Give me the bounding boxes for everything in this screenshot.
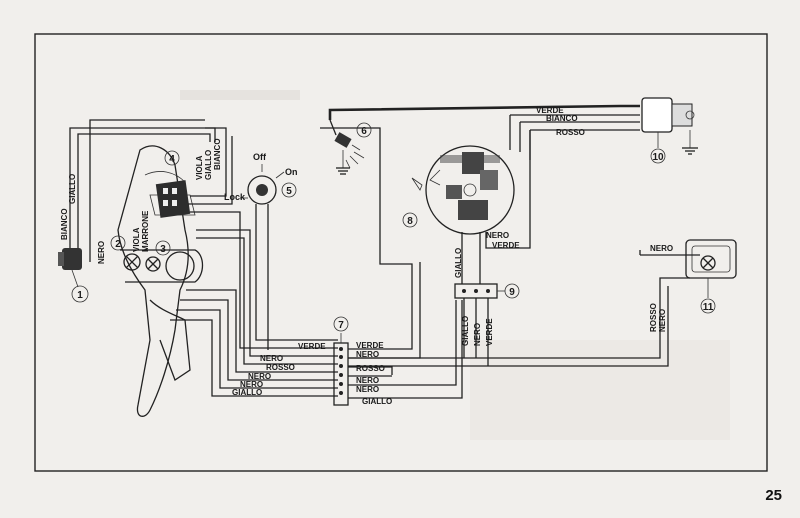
- component-3-lamp: [145, 240, 171, 272]
- label-bianco-top: BIANCO: [546, 114, 578, 123]
- switch-off-label: Off: [253, 152, 267, 162]
- component-4-number: 4: [169, 154, 175, 165]
- label-giallo-left: GIALLO: [68, 174, 77, 204]
- label-verde-j9: VERDE: [485, 318, 494, 346]
- component-11-lamp: [685, 239, 737, 314]
- t7-label-5: GIALLO: [362, 397, 392, 406]
- t7-label-2: ROSSO: [356, 364, 385, 373]
- component-2-lamp: [110, 235, 141, 271]
- label-nero-right: NERO: [658, 309, 667, 332]
- component-10-number: 10: [652, 152, 664, 163]
- component-7-terminal: [333, 316, 349, 406]
- component-8-stator: [402, 145, 515, 235]
- label-rosso-right: ROSSO: [649, 303, 658, 332]
- bleed-through-text: [180, 90, 730, 440]
- switch-lock-label: Lock: [224, 192, 246, 202]
- component-4-switch: [155, 150, 191, 218]
- component-7-number: 7: [338, 320, 344, 331]
- component-5-ignition: [240, 164, 297, 205]
- label-nero-horn: NERO: [97, 241, 106, 264]
- label-giallo-stator: GIALLO: [454, 248, 463, 278]
- component-3-number: 3: [160, 244, 166, 255]
- label-nero-lamp11: NERO: [650, 244, 673, 253]
- page-number: 25: [765, 487, 782, 504]
- t7-label-3: NERO: [356, 376, 379, 385]
- handlebar-control: [117, 145, 204, 417]
- label-nero-j9: NERO: [473, 323, 482, 346]
- component-11-number: 11: [703, 302, 714, 313]
- label-bianco-left: BIANCO: [60, 208, 69, 240]
- label-verde-left: VERDE: [298, 342, 326, 351]
- label-giallo-left-3: GIALLO: [232, 388, 262, 397]
- switch-on-label: On: [285, 167, 298, 177]
- label-verde-top: VERDE: [536, 106, 564, 115]
- horn-component: [58, 248, 89, 303]
- component-8-number: 8: [407, 216, 413, 227]
- component-9-number: 9: [509, 287, 515, 298]
- label-giallo-2: GIALLO: [204, 150, 213, 180]
- label-nero-left-2: NERO: [248, 372, 271, 381]
- component-6-number: 6: [361, 126, 367, 137]
- diagram-frame: [34, 33, 768, 472]
- label-bianco-2: BIANCO: [213, 138, 222, 170]
- label-rosso-top: ROSSO: [556, 128, 585, 137]
- component-5-number: 5: [286, 186, 292, 197]
- t7-label-1: NERO: [356, 350, 379, 359]
- component-6-sparkplug: [328, 104, 640, 175]
- label-giallo-j9: GIALLO: [461, 316, 470, 346]
- label-viola-1: VIOLA: [132, 227, 141, 252]
- component-10-coil: [641, 97, 698, 164]
- component-1-number: 1: [77, 290, 83, 301]
- label-viola-2: VIOLA: [195, 155, 204, 180]
- label-verde-stator: VERDE: [492, 241, 520, 250]
- label-marrone: MARRONE: [141, 210, 150, 252]
- t7-label-4: NERO: [356, 385, 379, 394]
- label-rosso-left: ROSSO: [266, 363, 295, 372]
- t7-label-0: VERDE: [356, 341, 384, 350]
- label-nero-left-1: NERO: [260, 354, 283, 363]
- label-nero-stator: NERO: [486, 231, 509, 240]
- label-nero-left-3: NERO: [240, 380, 263, 389]
- component-2-number: 2: [115, 239, 121, 250]
